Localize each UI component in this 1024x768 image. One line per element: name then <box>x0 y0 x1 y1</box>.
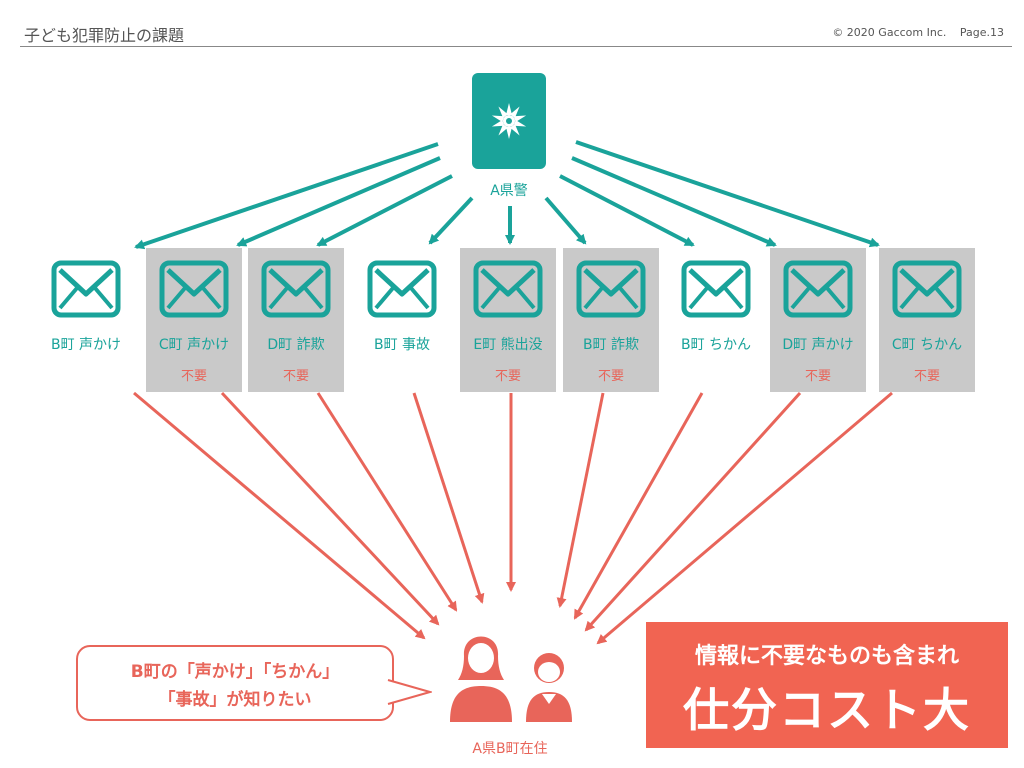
mail-card: D町 声かけ不要 <box>770 248 866 392</box>
arrow <box>575 140 880 248</box>
arrow <box>571 156 777 247</box>
mail-label: C町 ちかん <box>891 337 963 353</box>
envelope-icon <box>261 260 331 318</box>
copyright: © 2020 Gaccom Inc. <box>832 26 947 39</box>
envelope-icon <box>473 260 543 318</box>
mail-note: 不要 <box>913 369 940 384</box>
mail-label: B町 ちかん <box>680 337 752 353</box>
mail-label: B町 声かけ <box>50 337 122 353</box>
mail-label: D町 声かけ <box>782 337 854 353</box>
arrow <box>428 196 474 245</box>
arrow <box>134 142 439 250</box>
header-divider <box>20 46 1012 47</box>
mail-card: B町 詐欺不要 <box>563 248 659 392</box>
mail-note: 不要 <box>597 369 624 384</box>
mail-card: D町 詐欺不要 <box>248 248 344 392</box>
arrow <box>584 391 802 632</box>
mail-label: C町 声かけ <box>158 337 230 353</box>
envelope-icon <box>892 260 962 318</box>
mail-card: C町 声かけ不要 <box>146 248 242 392</box>
arrow <box>316 174 453 247</box>
page-number: Page.13 <box>959 26 1004 39</box>
arrow <box>220 391 440 626</box>
speech-bubble: B町の「声かけ」「ちかん」 「事故」が知りたい <box>76 645 394 721</box>
page-title: 子ども犯罪防止の課題 <box>24 26 185 45</box>
arrow <box>412 392 485 604</box>
arrow <box>316 392 458 612</box>
envelope-icon <box>681 260 751 318</box>
speech-line-2: 「事故」が知りたい <box>158 690 312 710</box>
conclusion-box: 情報に不要なものも含まれ 仕分コスト大 <box>646 622 1008 748</box>
envelope-icon <box>367 260 437 318</box>
arrow <box>133 391 426 640</box>
mail-note: 不要 <box>494 369 521 384</box>
envelope-icon <box>159 260 229 318</box>
mail-card: E町 熊出没不要 <box>460 248 556 392</box>
family-icon <box>450 636 572 722</box>
mail-label: D町 詐欺 <box>267 337 325 353</box>
arrow <box>556 392 605 608</box>
arrow <box>573 392 704 620</box>
police-to-mail-arrows <box>134 140 880 250</box>
mail-note: 不要 <box>804 369 831 384</box>
police-emblem-icon <box>491 103 527 139</box>
mail-to-resident-arrows <box>133 391 893 645</box>
police-badge <box>472 73 546 169</box>
mail-note: 不要 <box>282 369 309 384</box>
envelope-icon <box>783 260 853 318</box>
mail-card: B町 事故 <box>354 248 450 392</box>
mail-card: C町 ちかん不要 <box>879 248 975 392</box>
speech-bubble-tail <box>387 679 432 705</box>
arrow <box>544 196 587 245</box>
mail-label: B町 事故 <box>373 337 431 353</box>
arrow <box>236 156 441 247</box>
speech-line-1: B町の「声かけ」「ちかん」 <box>130 662 340 682</box>
arrow <box>596 391 893 645</box>
mail-label: B町 詐欺 <box>582 337 640 353</box>
envelope-icon <box>576 260 646 318</box>
mail-label: E町 熊出没 <box>473 337 543 353</box>
conclusion-line-2: 仕分コスト大 <box>683 683 971 737</box>
police-label: A県警 <box>490 183 528 199</box>
mail-card: B町 声かけ <box>38 248 134 392</box>
envelope-icon <box>51 260 121 318</box>
conclusion-line-1: 情報に不要なものも含まれ <box>694 644 959 669</box>
resident-label: A県B町在住 <box>472 741 548 757</box>
header-meta: © 2020 Gaccom Inc. Page.13 <box>822 26 1004 39</box>
arrow <box>559 174 695 247</box>
mail-note: 不要 <box>180 369 207 384</box>
mail-card: B町 ちかん <box>668 248 764 392</box>
